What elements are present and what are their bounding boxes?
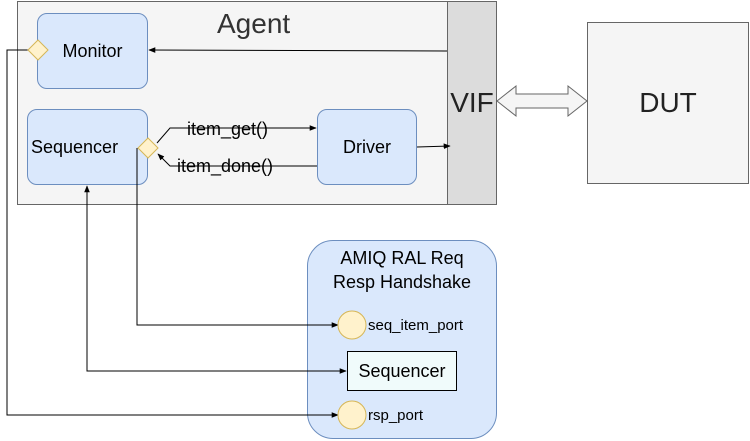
seq-item-port-circle (337, 310, 367, 340)
item-get-arrow (156, 125, 317, 144)
sequencer-block: Sequencer (27, 109, 148, 185)
amiq-sequencer-label: Sequencer (358, 360, 446, 381)
vif-to-monitor-arrow (148, 47, 448, 53)
driver-block: Driver (317, 109, 417, 185)
vif-block: VIF (447, 1, 497, 205)
rsp-port-label: rsp_port (368, 407, 424, 424)
monitor-to-rsp-port-arrow (6, 49, 339, 418)
seq-to-seq-item-port-arrow (136, 148, 339, 328)
dut-label: DUT (639, 87, 697, 118)
dut-block: DUT (587, 22, 749, 184)
monitor-label: Monitor (62, 40, 123, 61)
seq-item-port-label: seq_item_port (368, 317, 464, 334)
sequencer-port-diamond (137, 137, 159, 159)
amiq-title-line1: AMIQ RAL Req (340, 248, 464, 268)
vif-label: VIF (450, 87, 494, 118)
agent-title: Agent (217, 8, 291, 39)
vif-dut-double-arrow (496, 84, 588, 118)
sequencer-label: Sequencer (31, 136, 119, 157)
sequencer-to-amiq-sequencer-arrow (84, 185, 347, 374)
item-done-arrow (157, 153, 317, 167)
amiq-title-line2: Resp Handshake (332, 272, 472, 292)
monitor-port-diamond (27, 39, 49, 61)
item-get-label: item_get() (187, 119, 269, 140)
driver-to-vif-arrow (416, 143, 451, 149)
amiq-sequencer-block: Sequencer (347, 351, 457, 391)
rsp-port-circle (337, 400, 367, 430)
driver-label: Driver (343, 136, 391, 157)
